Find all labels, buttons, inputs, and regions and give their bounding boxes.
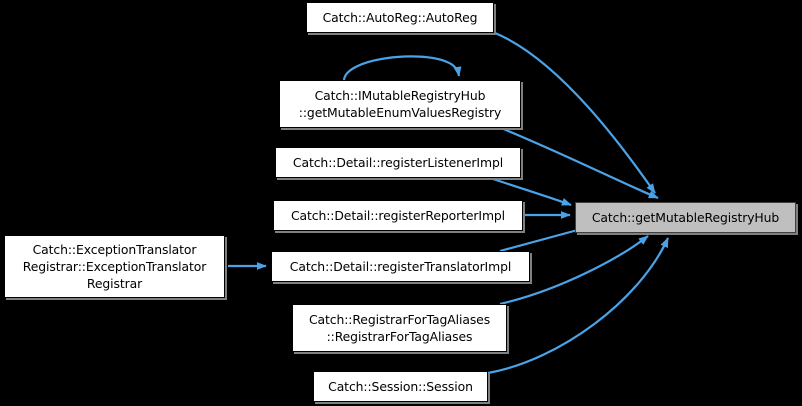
- node-catch-detail-registerlistenerimpl[interactable]: Catch::Detail::registerListenerImpl: [275, 147, 521, 178]
- node-catch-getmutableregistryhub[interactable]: Catch::getMutableRegistryHub: [575, 202, 796, 233]
- node-catch-exceptiontranslatorregistrar-exceptiontranslatorregistrar[interactable]: Catch::ExceptionTranslator Registrar::Ex…: [4, 235, 225, 298]
- node-catch-registrarfortagaliases-registrarfortagaliases[interactable]: Catch::RegistrarForTagAliases ::Registra…: [292, 304, 507, 352]
- node-label: Catch::ExceptionTranslator Registrar::Ex…: [22, 242, 207, 291]
- node-label: Catch::Detail::registerReporterImpl: [290, 208, 506, 223]
- node-label: Catch::Detail::registerListenerImpl: [292, 155, 504, 170]
- node-label: Catch::Session::Session: [328, 379, 473, 394]
- node-catch-detail-registertranslatorimpl[interactable]: Catch::Detail::registerTranslatorImpl: [271, 251, 530, 282]
- edge-enumvalues-self-loop: [342, 55, 462, 81]
- node-label: Catch::Detail::registerTranslatorImpl: [289, 259, 512, 274]
- node-catch-detail-registerreporterimpl[interactable]: Catch::Detail::registerReporterImpl: [273, 200, 523, 231]
- edge-translator-to-hub: [499, 226, 586, 253]
- node-label: Catch::AutoReg::AutoReg: [322, 10, 478, 25]
- edge-enumvalues-to-hub: [500, 126, 659, 200]
- node-label: Catch::IMutableRegistryHub ::getMutableE…: [298, 88, 502, 120]
- node-catch-session-session[interactable]: Catch::Session::Session: [313, 371, 488, 402]
- node-label: Catch::getMutableRegistryHub: [591, 210, 780, 225]
- node-catch-autoreg-autoreg[interactable]: Catch::AutoReg::AutoReg: [306, 2, 494, 33]
- node-label: Catch::RegistrarForTagAliases ::Registra…: [308, 312, 491, 344]
- node-catch-imutableregistryhub-getmutableenumvaluesregistry[interactable]: Catch::IMutableRegistryHub ::getMutableE…: [279, 80, 521, 128]
